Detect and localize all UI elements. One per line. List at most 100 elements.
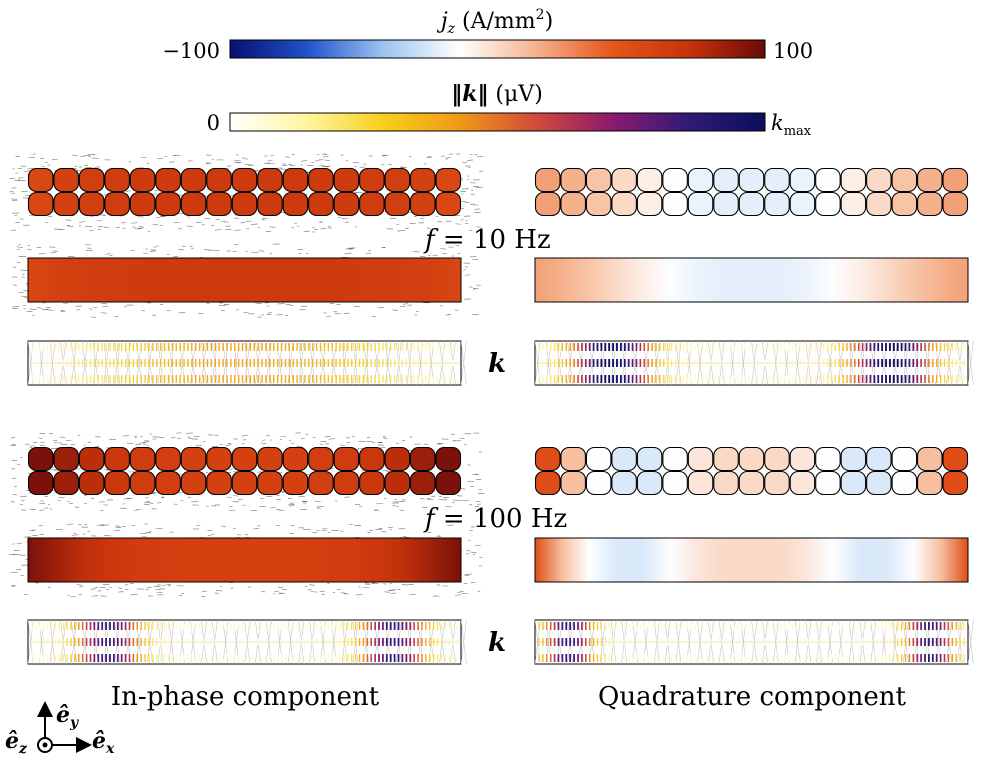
strand-cell — [282, 446, 309, 472]
strand-cell — [282, 470, 309, 496]
colorbar-current-max: 100 — [773, 39, 813, 63]
strand-cell — [891, 191, 918, 217]
strand-cell — [308, 470, 334, 496]
strand-cell — [155, 167, 181, 193]
strand-cell — [891, 446, 918, 472]
strand-cell — [308, 167, 334, 193]
strand-cell — [206, 470, 232, 496]
strand-cell — [129, 191, 156, 217]
k-label-10hz: k — [488, 349, 506, 379]
strand-cell — [180, 446, 207, 472]
strand-cell — [257, 470, 283, 496]
strand-cell — [560, 446, 586, 472]
strand-cell — [206, 191, 232, 217]
strand-cell — [410, 446, 436, 472]
strand-cell — [534, 470, 561, 496]
strand-cell — [53, 167, 79, 193]
k-panel-f100-inphase — [27, 619, 467, 665]
strand-cell — [713, 470, 739, 496]
strand-cell — [891, 470, 918, 496]
strand-cell — [410, 470, 436, 496]
strand-cell — [764, 470, 790, 496]
column-label-in-phase: In-phase component — [111, 682, 380, 712]
strand-cell — [789, 470, 816, 496]
strand-cell — [257, 191, 283, 217]
strand-cell — [662, 470, 688, 496]
strand-cell — [687, 446, 714, 472]
strand-cell — [308, 446, 334, 472]
strand-cell — [687, 470, 714, 496]
strand-cell — [257, 446, 283, 472]
strand-cell — [840, 446, 867, 472]
strand-cell — [231, 191, 258, 217]
strand-cell — [359, 167, 385, 193]
strand-cell — [662, 446, 688, 472]
strand-cell — [815, 470, 841, 496]
strand-cell — [636, 470, 663, 496]
column-label-quadrature: Quadrature component — [598, 682, 906, 712]
strand-cell — [891, 167, 918, 193]
strand-cell — [410, 191, 436, 217]
strand-cell — [206, 167, 232, 193]
strand-cell — [384, 167, 411, 193]
strand-cell — [384, 446, 411, 472]
strand-cell — [585, 446, 612, 472]
strand-cell — [560, 191, 586, 217]
strand-cell — [764, 446, 790, 472]
strand-cell — [231, 470, 258, 496]
strand-cell — [435, 446, 462, 472]
strand-cell — [713, 167, 739, 193]
strand-cell — [180, 167, 207, 193]
colorbar-k-title: ‖k‖ (μV) — [451, 81, 543, 107]
strand-cell — [308, 191, 334, 217]
strand-cell — [257, 167, 283, 193]
colorbar-current-title: jz (A/mm2) — [436, 7, 553, 37]
strand-cell — [435, 167, 462, 193]
strand-cell — [78, 191, 105, 217]
strand-cell — [129, 446, 156, 472]
strand-cell — [104, 167, 130, 193]
strand-cell — [560, 167, 586, 193]
strand-cell — [764, 191, 790, 217]
strand-cell — [738, 167, 765, 193]
strand-cell — [636, 191, 663, 217]
strand-cell — [636, 167, 663, 193]
strands-f10-inphase — [27, 167, 462, 217]
k-panel-f10-quadrature — [534, 340, 974, 386]
strand-cell — [917, 446, 943, 472]
strand-cell — [942, 446, 969, 472]
strand-cell — [27, 446, 54, 472]
strand-cell — [789, 191, 816, 217]
strand-cell — [611, 470, 637, 496]
strand-cell — [662, 167, 688, 193]
strand-cell — [410, 167, 436, 193]
strand-cell — [53, 446, 79, 472]
strand-cell — [611, 191, 637, 217]
ex-label: êx — [92, 728, 115, 757]
bar-f100-inphase — [27, 537, 462, 583]
strand-cell — [333, 470, 360, 496]
strand-cell — [611, 167, 637, 193]
bar-f100-quadrature — [534, 537, 969, 583]
strand-cell — [104, 470, 130, 496]
strand-cell — [917, 470, 943, 496]
strand-cell — [942, 167, 969, 193]
strand-cell — [636, 446, 663, 472]
strand-cell — [129, 470, 156, 496]
strand-cell — [384, 470, 411, 496]
strand-cell — [282, 167, 309, 193]
strand-cell — [585, 191, 612, 217]
strand-cell — [104, 446, 130, 472]
strand-cell — [534, 191, 561, 217]
strand-cell — [738, 446, 765, 472]
strand-cell — [27, 470, 54, 496]
strand-cell — [687, 167, 714, 193]
colorbar-k-bar — [229, 112, 766, 132]
strand-cell — [333, 167, 360, 193]
k-label-100hz: k — [488, 628, 506, 658]
strand-cell — [866, 167, 892, 193]
strand-cell — [78, 470, 105, 496]
strand-cell — [282, 191, 309, 217]
bar-f10-inphase — [27, 257, 462, 303]
